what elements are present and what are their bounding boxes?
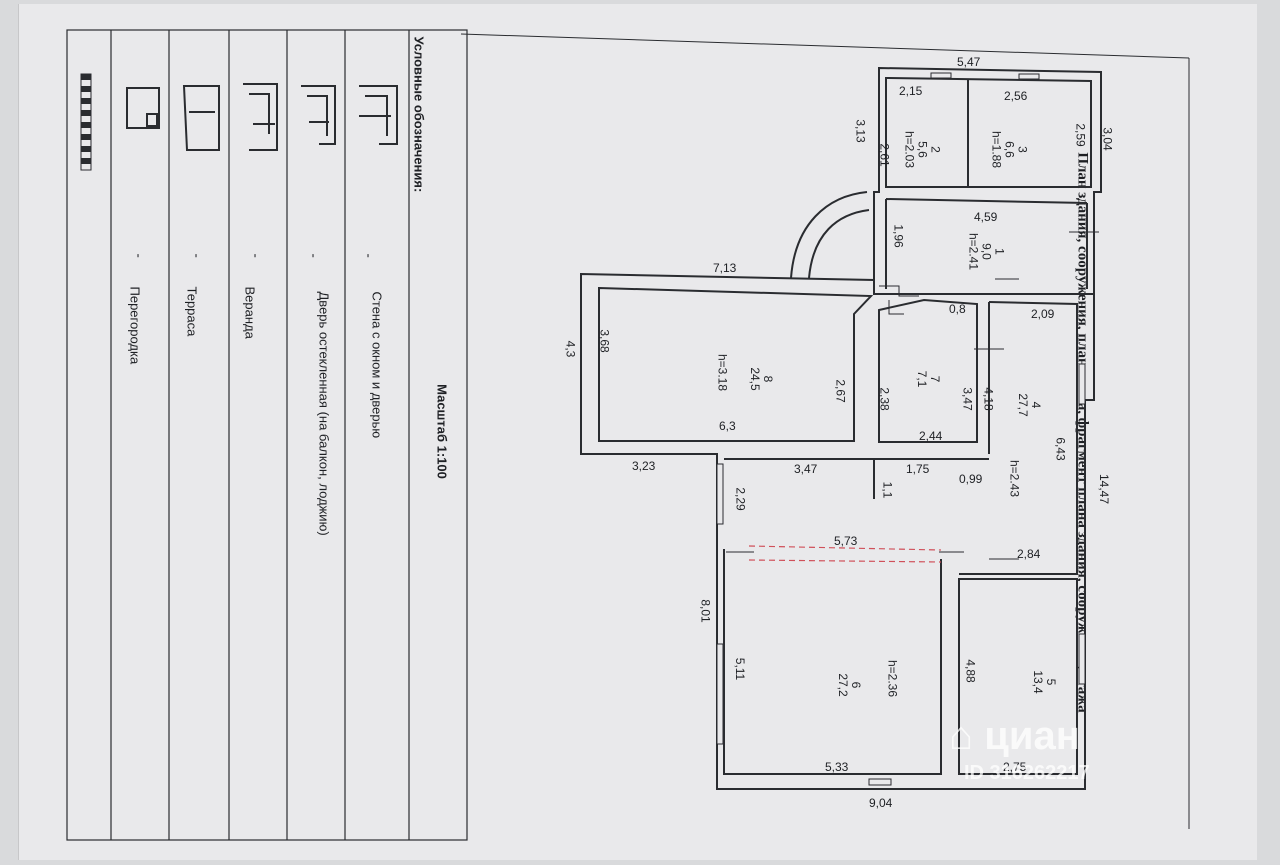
legend-label-partition: Перегородка (127, 286, 143, 365)
dim-5-33: 5,33 (825, 760, 849, 774)
dim-2-38: 2,38 (877, 387, 892, 411)
watermark-brand: ⌂ циан (949, 714, 1080, 758)
watermark-id: ID 316262217 (964, 762, 1090, 784)
dim-6-3: 6,3 (719, 419, 736, 433)
legend-label-glazed-door: Дверь остекленная (на балкон, лоджию) (316, 291, 332, 536)
dim-5-47: 5,47 (957, 55, 981, 69)
dim-2-44: 2,44 (919, 429, 943, 443)
dim-2-09: 2,09 (1031, 307, 1055, 321)
legend-label-veranda: Веранда (242, 286, 258, 339)
room-6-height: h=2.36 (885, 659, 900, 698)
dim-3-68: 3,68 (597, 329, 612, 353)
dim-6-43: 6,43 (1053, 437, 1068, 461)
dim-5-11: 5,11 (733, 657, 748, 681)
watermark-logo-icon: ⌂ (949, 714, 974, 758)
scale-label: Масштаб 1:100 (434, 384, 450, 479)
dim-14-47: 14,47 (1097, 473, 1112, 505)
dim-5-73: 5,73 (834, 534, 858, 548)
legend-heading: Условные обозначения: (411, 36, 427, 193)
dim-2-56: 2,56 (1004, 89, 1028, 103)
floor-plan (66, 29, 1190, 841)
room-8-height: h=3.18 (715, 353, 730, 392)
dim-2-75: 2,75 (1003, 760, 1027, 774)
dim-2-29: 2,29 (733, 487, 748, 511)
dim-4-88: 4,88 (963, 659, 978, 683)
dim-9-04: 9,04 (869, 796, 893, 810)
dim-2-59: 2,59 (1073, 123, 1088, 147)
dim-3-47-b: 3,47 (794, 462, 818, 476)
room-4-height: h=2.43 (1007, 459, 1022, 498)
dim-4-59: 4,59 (974, 210, 998, 224)
legend-dash-5: - (131, 253, 147, 258)
dim-1-96: 1,96 (891, 224, 906, 248)
dim-3-13: 3,13 (853, 119, 868, 143)
dim-2-84: 2,84 (1017, 547, 1041, 561)
legend-dash-3: - (248, 253, 264, 258)
dim-4-18: 4,18 (981, 387, 996, 411)
legend-label-wall: Стена с окном и дверью (369, 291, 385, 439)
dim-2-67: 2,67 (833, 379, 848, 403)
dim-3-23: 3,23 (632, 459, 656, 473)
legend-dash-1: - (361, 253, 377, 258)
dim-0-8: 0,8 (949, 302, 966, 316)
dim-2-61: 2,61 (877, 143, 892, 167)
dim-3-47-a: 3,47 (960, 387, 975, 411)
legend-dash-2: - (306, 253, 322, 258)
dim-0-99: 0,99 (959, 472, 983, 486)
legend-dash-4: - (189, 253, 205, 258)
dim-8-01: 8,01 (698, 599, 713, 623)
dim-1-75: 1,75 (906, 462, 930, 476)
dim-1-1: 1,1 (880, 481, 895, 499)
dim-7-13: 7,13 (713, 261, 737, 275)
legend-label-terrace: Терраса (184, 286, 200, 337)
document-page: План здания, сооружения, план этажа, фра… (18, 4, 1257, 860)
dim-4-3: 4,3 (563, 340, 578, 358)
dim-3-04: 3,04 (1100, 127, 1115, 151)
dim-2-15: 2,15 (899, 84, 923, 98)
